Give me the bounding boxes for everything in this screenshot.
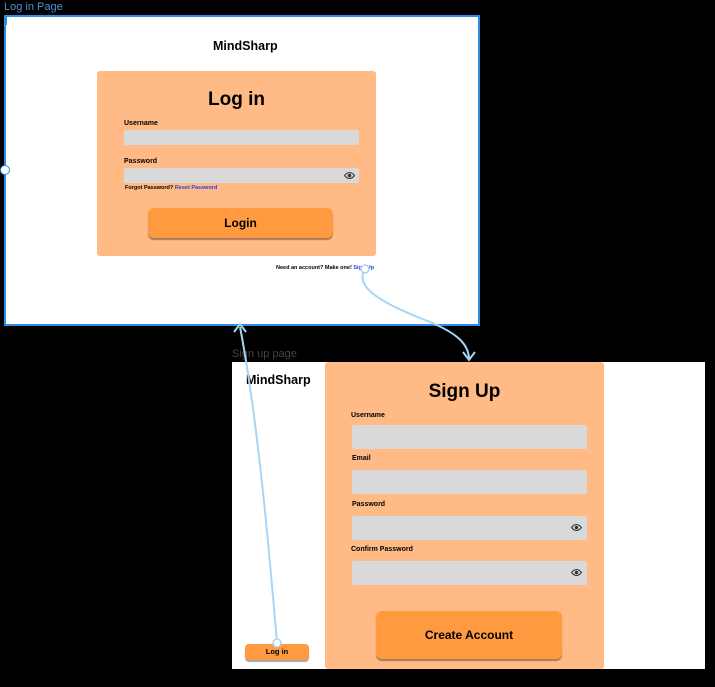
app-title: MindSharp bbox=[246, 373, 311, 387]
forgot-password-text: Forgot Password? bbox=[125, 185, 174, 191]
app-title: MindSharp bbox=[213, 39, 278, 53]
need-account-text: Need an account? Make one! bbox=[276, 265, 352, 271]
frame-resize-handle[interactable] bbox=[0, 165, 10, 175]
login-frame[interactable]: MindSharp Log in Username Password Forgo… bbox=[4, 15, 480, 326]
login-frame-label[interactable]: Log in Page bbox=[4, 1, 63, 13]
signup-title: Sign Up bbox=[428, 381, 501, 402]
login-button[interactable]: Log in bbox=[245, 644, 309, 660]
eye-icon[interactable] bbox=[571, 568, 582, 577]
login-title: Log in bbox=[208, 89, 265, 110]
username-field[interactable] bbox=[352, 425, 587, 449]
eye-icon[interactable] bbox=[344, 171, 355, 180]
login-card: Log in Username Password Forgot Password… bbox=[97, 71, 376, 256]
username-field[interactable] bbox=[124, 130, 359, 145]
email-label: Email bbox=[352, 455, 371, 462]
login-button[interactable]: Login bbox=[148, 208, 333, 238]
username-label: Username bbox=[351, 412, 385, 419]
password-field[interactable] bbox=[352, 516, 587, 540]
email-field[interactable] bbox=[352, 470, 587, 494]
password-field[interactable] bbox=[124, 168, 359, 183]
password-label: Password bbox=[352, 501, 386, 508]
signup-card: Sign Up Username Email Password Confirm … bbox=[325, 362, 604, 669]
signup-frame-label[interactable]: Sign up page bbox=[232, 348, 297, 360]
create-account-button[interactable]: Create Account bbox=[376, 611, 562, 659]
frame-selection-corner bbox=[4, 15, 7, 25]
forgot-password-row: Forgot Password? Reset Password bbox=[125, 185, 217, 191]
sign-up-link[interactable]: Sign Up bbox=[353, 265, 375, 271]
eye-icon[interactable] bbox=[571, 523, 582, 532]
signup-frame[interactable]: MindSharp Sign Up Username Email Passwor… bbox=[232, 362, 705, 669]
password-label: Password bbox=[124, 158, 158, 165]
confirm-password-field[interactable] bbox=[352, 561, 587, 585]
need-account-row: Need an account? Make one! Sign Up bbox=[276, 265, 374, 271]
reset-password-link[interactable]: Reset Password bbox=[174, 185, 218, 191]
confirm-password-label: Confirm Password bbox=[351, 546, 413, 553]
arrow-down-icon bbox=[462, 351, 476, 362]
username-label: Username bbox=[124, 120, 158, 127]
